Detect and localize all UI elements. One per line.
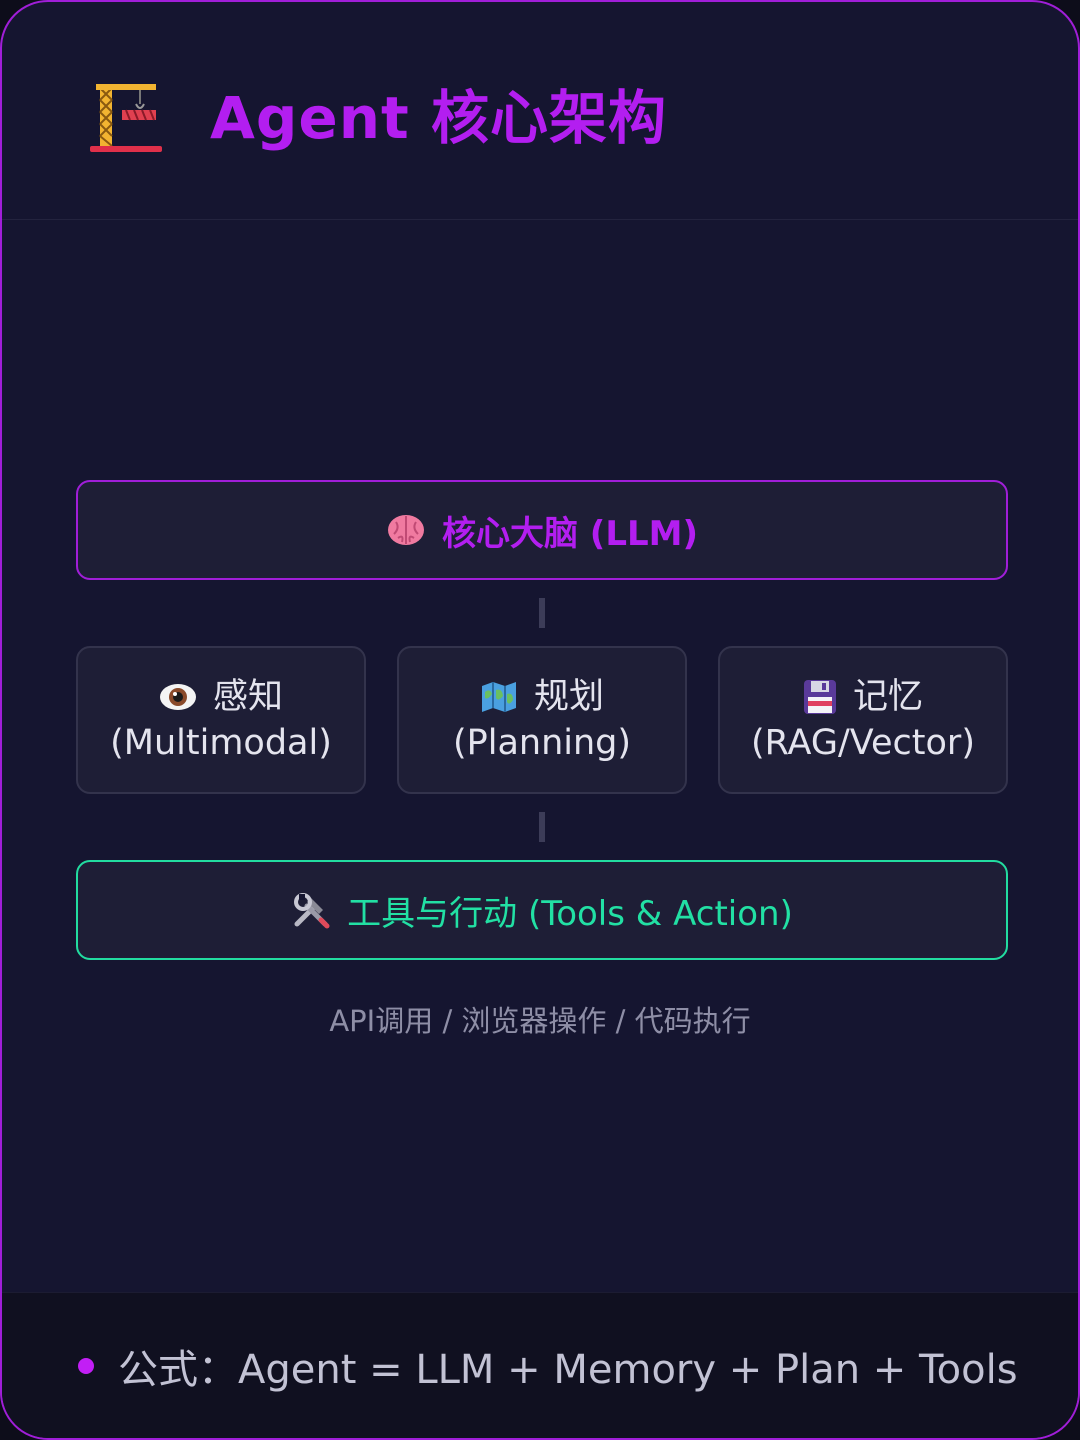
- module-planning-subtitle: (Planning): [452, 723, 632, 763]
- connector-bottom: [539, 812, 545, 842]
- brain-icon: [387, 515, 424, 545]
- core-llm-node: 核心大脑 (LLM): [76, 480, 1008, 580]
- floppy-disk-icon: [803, 680, 836, 714]
- formula-text: 公式：Agent = LLM + Memory + Plan + Tools: [118, 1347, 1018, 1393]
- map-icon: [481, 682, 516, 712]
- page-title: Agent 核心架构: [210, 84, 667, 152]
- module-perception: 感知 (Multimodal): [76, 646, 366, 794]
- module-memory-title: 记忆: [852, 677, 923, 717]
- bullet-dot: [78, 1358, 94, 1374]
- core-llm-label: 核心大脑 (LLM): [441, 513, 699, 554]
- eye-icon: [159, 684, 196, 710]
- construction-crane-icon: [90, 84, 162, 152]
- footer: [2, 1292, 1078, 1438]
- hammer-wrench-icon: [294, 893, 330, 929]
- module-memory-subtitle: (RAG/Vector): [751, 723, 975, 763]
- module-perception-subtitle: (Multimodal): [110, 723, 332, 763]
- header: Agent 核心架构: [2, 2, 1078, 220]
- tools-caption: API调用 / 浏览器操作 / 代码执行: [329, 1004, 751, 1038]
- module-memory: 记忆 (RAG/Vector): [718, 646, 1008, 794]
- module-planning: 规划 (Planning): [397, 646, 687, 794]
- tools-action-label: 工具与行动 (Tools & Action): [347, 893, 793, 934]
- module-planning-title: 规划: [533, 677, 604, 717]
- tools-action-node: 工具与行动 (Tools & Action): [76, 860, 1008, 960]
- connector-top: [539, 598, 545, 628]
- module-perception-title: 感知: [212, 677, 283, 717]
